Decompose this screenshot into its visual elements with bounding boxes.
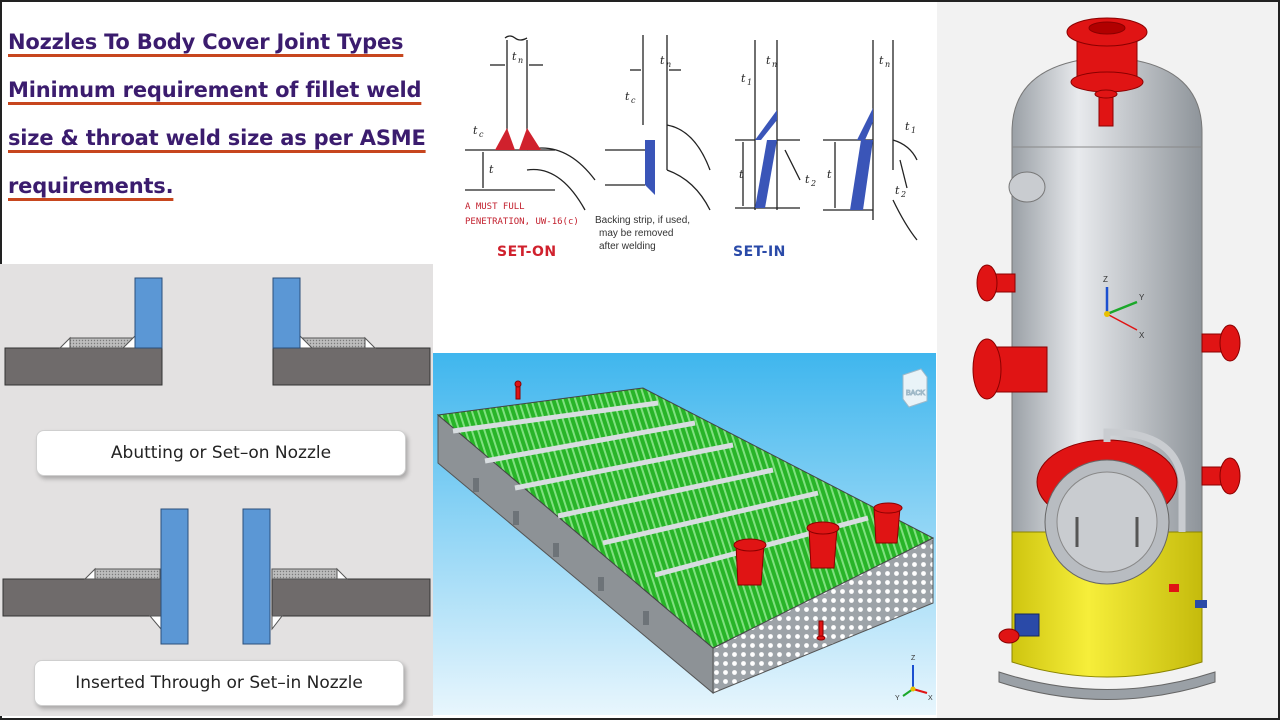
set-in-fillet-2 [857, 108, 873, 140]
set-on-label: SET-ON [497, 244, 557, 260]
shell-plate-1 [4, 347, 163, 386]
dim-tn-2: t [660, 54, 665, 67]
set-in-weld-1 [755, 140, 777, 208]
dim-tn-3: t [766, 54, 771, 67]
dim-t1-3: t [741, 72, 746, 85]
svg-text:1: 1 [911, 126, 916, 135]
full-penetration-note: A MUST FULL PENETRATION, UW-16(c) [465, 200, 579, 230]
title-line-3: size & throat weld size as per ASME [8, 126, 426, 150]
pad-4 [271, 568, 338, 580]
axis-triad-tray: Z Y X [895, 655, 933, 702]
tray-model-svg: BACK Z Y X [433, 353, 936, 715]
axis-label-y: Y [895, 695, 900, 702]
set-on-nozzle-label: Abutting or Set–on Nozzle [36, 430, 406, 476]
manway [1036, 428, 1186, 585]
support-legs [473, 478, 649, 625]
nozzle-types-svg [2, 277, 431, 645]
dim-tc-1: t [473, 124, 478, 137]
dim-t-3: t [739, 168, 744, 181]
base-ring [998, 671, 1216, 700]
dim-t-1: t [489, 163, 494, 176]
backing-weld [645, 140, 655, 195]
tube-deck [436, 387, 935, 649]
nozzle-3 [160, 508, 189, 645]
dim-t2-4: t [895, 184, 900, 197]
axis-label-x: X [928, 695, 933, 702]
axis-triad-vessel: Z Y X [1103, 275, 1145, 340]
set-in-weld-2 [850, 140, 873, 210]
note-line-2: PENETRATION, UW-16(c) [465, 217, 579, 227]
nozzle-types-panel: Abutting or Set–on Nozzle Inserted Throu… [0, 264, 433, 716]
vessel-model-svg: Z Y X [972, 17, 1241, 700]
vessel-axis-label-z: Z [1103, 275, 1108, 284]
title-block: Nozzles To Body Cover Joint Types Minimu… [8, 18, 438, 210]
title-line-1: Nozzles To Body Cover Joint Types [8, 30, 404, 54]
view-cube: BACK [902, 368, 928, 408]
set-in-nozzle-label: Inserted Through or Set–in Nozzle [34, 660, 404, 706]
shell-plate-4 [271, 578, 431, 617]
svg-text:c: c [479, 130, 484, 139]
vessel-axis-label-y: Y [1139, 293, 1145, 302]
backing-note-line-1: Backing strip, if used, [595, 215, 691, 226]
nozzle-2 [272, 277, 301, 349]
title-line-2: Minimum requirement of fillet weld [8, 78, 422, 102]
svg-text:2: 2 [810, 179, 816, 188]
nozzle-4 [242, 508, 271, 645]
dim-tn-4: t [879, 54, 884, 67]
set-on-weld-right [519, 128, 541, 150]
dim-tc-2: t [625, 90, 630, 103]
title-line-4: requirements. [8, 174, 174, 198]
backing-strip-note: Backing strip, if used, may be removed a… [595, 214, 690, 253]
vessel-skirt [1011, 531, 1203, 678]
axis-label-z: Z [911, 655, 916, 662]
dim-t2-3: t [805, 173, 810, 186]
svg-text:c: c [631, 96, 636, 105]
vent-nozzle [1008, 171, 1046, 203]
nozzle-1 [134, 277, 163, 349]
side-nozzles [972, 264, 1241, 495]
svg-text:n: n [772, 60, 777, 69]
svg-text:n: n [666, 60, 671, 69]
dim-t1-4: t [905, 120, 910, 133]
svg-text:n: n [885, 60, 890, 69]
dim-t-4: t [827, 168, 832, 181]
backing-note-line-2: may be removed [599, 228, 674, 239]
note-line-1: A MUST FULL [465, 202, 525, 212]
pad-3 [94, 568, 161, 580]
red-nozzles [514, 380, 903, 641]
set-on-weld-left [495, 128, 515, 150]
backing-note-line-3: after welding [599, 241, 656, 252]
svg-text:1: 1 [747, 78, 752, 87]
shell-plate-2 [272, 347, 431, 386]
set-in-fillet-1 [755, 110, 777, 140]
dim-tn-1: t [512, 50, 517, 63]
top-flange [1066, 17, 1148, 127]
shell-plate-3 [2, 578, 162, 617]
tray-model-view: BACK Z Y X [433, 353, 936, 715]
svg-text:n: n [518, 56, 523, 65]
bottom-nozzles [998, 584, 1207, 644]
view-cube-label: BACK [906, 390, 925, 397]
svg-text:2: 2 [900, 190, 906, 199]
vessel-model-view: Z Y X [937, 2, 1278, 718]
vessel-axis-label-x: X [1139, 331, 1145, 340]
set-in-label: SET-IN [733, 244, 786, 260]
